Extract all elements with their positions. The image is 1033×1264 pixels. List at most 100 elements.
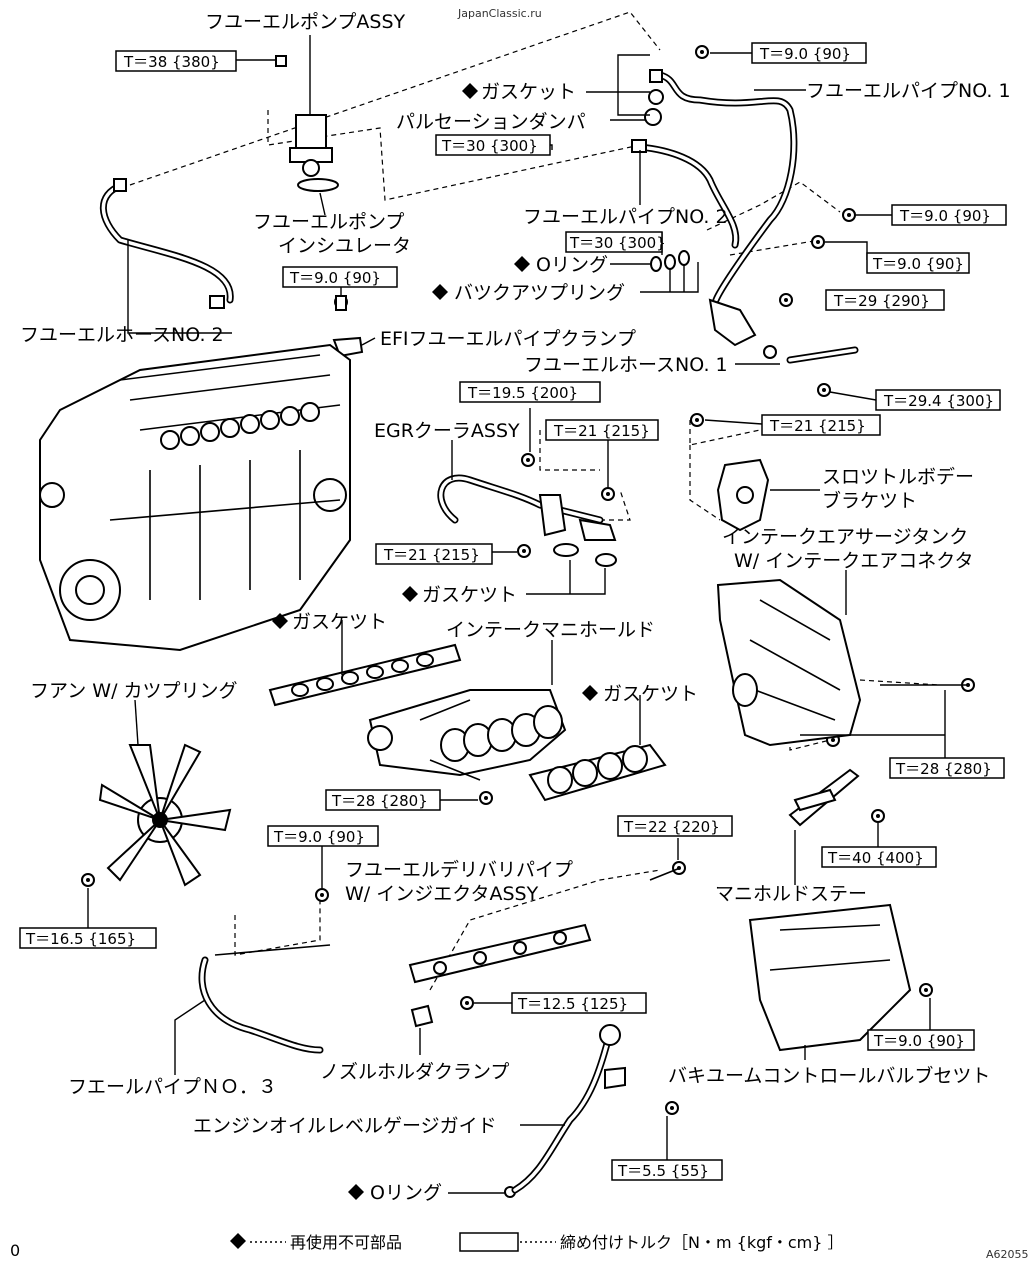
legend-torque-box-icon bbox=[459, 1232, 519, 1252]
label-fuel-pump-assy: フユーエルポンプASSY bbox=[205, 11, 406, 33]
diamond-gasket-egr bbox=[402, 586, 418, 602]
label-oil-gauge-guide: エンジンオイルレベルゲージガイド bbox=[193, 1115, 497, 1137]
torque-box-right2: T＝9.0 {90} bbox=[866, 252, 970, 274]
manifold-stay-drawing bbox=[788, 768, 860, 827]
svg-text:T＝28 {280}: T＝28 {280} bbox=[331, 792, 428, 810]
label-egr-cooler: EGRクーラASSY bbox=[374, 420, 520, 442]
svg-text:T＝30 {300}: T＝30 {300} bbox=[441, 137, 538, 155]
watermark: JapanClassic.ru bbox=[457, 7, 542, 20]
svg-text:T＝12.5 {125}: T＝12.5 {125} bbox=[517, 995, 628, 1013]
label-nozzle-clamp: ノズルホルダクランプ bbox=[320, 1061, 509, 1083]
label-surge-tank-2: W/ インテークエアコネクタ bbox=[734, 550, 973, 572]
page-marker: 0 bbox=[10, 1241, 20, 1260]
torque-box-bracket: T＝21 {215} bbox=[761, 414, 881, 436]
diamond-gasket-right bbox=[582, 685, 598, 701]
fuel-pipes-drawing bbox=[631, 69, 859, 364]
intake-manifold-drawing bbox=[367, 689, 567, 781]
label-gasket-egr: ガスケツト bbox=[422, 584, 517, 606]
diamond-o-ring-bottom bbox=[348, 1184, 364, 1200]
label-surge-tank-1: インテークエアサージタンク bbox=[722, 526, 968, 548]
torque-box-egr-top: T＝19.5 {200} bbox=[459, 381, 601, 403]
svg-text:T＝30 {300}: T＝30 {300} bbox=[569, 234, 666, 252]
svg-text:T＝9.0 {90}: T＝9.0 {90} bbox=[873, 1032, 965, 1050]
svg-text:T＝29.4 {300}: T＝29.4 {300} bbox=[883, 392, 994, 410]
svg-text:T＝21 {215}: T＝21 {215} bbox=[383, 546, 480, 564]
svg-text:T＝16.5 {165}: T＝16.5 {165} bbox=[25, 930, 136, 948]
torque-box-pipe1-right: T＝9.0 {90} bbox=[891, 204, 1007, 226]
torque-box-right3: T＝29 {290} bbox=[825, 289, 945, 311]
torque-box-pump: T＝38 {380} bbox=[115, 50, 237, 72]
figure-code: A62055 bbox=[986, 1248, 1029, 1261]
label-fuel-pipe-no2: フユーエルパイプNO. 2 bbox=[523, 206, 728, 228]
label-delivery-pipe-2: W/ インジエクタASSY bbox=[345, 883, 539, 905]
torque-box-stay: T＝40 {400} bbox=[821, 846, 937, 868]
svg-text:T＝21 {215}: T＝21 {215} bbox=[769, 417, 866, 435]
diamond-backup-ring bbox=[432, 284, 448, 300]
svg-text:T＝21 {215}: T＝21 {215} bbox=[553, 422, 650, 440]
label-gasket-left: ガスケツト bbox=[292, 611, 387, 633]
torque-box-clamp: T＝9.0 {90} bbox=[282, 266, 398, 288]
fuel-hose-no2-drawing bbox=[99, 178, 234, 309]
label-backup-ring: バツクアツプリング bbox=[454, 282, 625, 304]
torque-box-egr-left: T＝21 {215} bbox=[375, 543, 493, 565]
legend-diamond-icon bbox=[230, 1233, 246, 1249]
label-throttle-bracket-1: スロツトルボデー bbox=[822, 466, 974, 488]
camshaft-lobes bbox=[160, 402, 320, 450]
fuel-pipe-no3-drawing bbox=[198, 944, 331, 1054]
svg-text:T＝19.5 {200}: T＝19.5 {200} bbox=[467, 384, 578, 402]
diamond-gasket-top bbox=[462, 83, 478, 99]
label-fuel-hose-no2: フユーエルホースNO. 2 bbox=[20, 324, 224, 346]
label-o-ring-bottom: Oリング bbox=[370, 1182, 442, 1204]
torque-box-gauge: T＝5.5 {55} bbox=[611, 1159, 723, 1181]
svg-text:T＝38 {380}: T＝38 {380} bbox=[123, 53, 220, 71]
throttle-bracket-drawing bbox=[716, 458, 770, 532]
label-intake-manifold: インテークマニホールド bbox=[446, 619, 655, 641]
torque-box-oring: T＝30 {300} bbox=[565, 231, 666, 253]
vacuum-valve-drawing bbox=[748, 903, 912, 1052]
label-fuel-pump-insulator-1: フユーエルポンプ bbox=[253, 211, 404, 233]
diamond-o-ring-top bbox=[514, 256, 530, 272]
svg-text:T＝22 {220}: T＝22 {220} bbox=[623, 818, 720, 836]
fuel-pump-assy-drawing bbox=[275, 55, 339, 192]
torque-box-pipe1-top: T＝9.0 {90} bbox=[751, 42, 867, 64]
surge-tank-drawing bbox=[716, 578, 968, 747]
label-gasket-right: ガスケツト bbox=[603, 683, 698, 705]
oil-gauge-guide-drawing bbox=[511, 1024, 626, 1194]
egr-cooler-drawing bbox=[437, 474, 617, 567]
torque-box-vacuum: T＝9.0 {90} bbox=[867, 1029, 975, 1051]
torque-box-hose1: T＝29.4 {300} bbox=[875, 389, 1001, 411]
gasket-right-drawing bbox=[528, 743, 667, 802]
label-efi-clamp: EFIフユーエルパイプクランプ bbox=[380, 328, 636, 350]
torque-box-egr-mid: T＝21 {215} bbox=[545, 419, 659, 441]
efi-clamp-drawing bbox=[332, 295, 364, 358]
label-throttle-bracket-2: ブラケツト bbox=[822, 489, 917, 512]
torque-box-fan: T＝16.5 {165} bbox=[19, 927, 157, 949]
torque-box-damper: T＝30 {300} bbox=[435, 134, 551, 156]
svg-text:T＝9.0 {90}: T＝9.0 {90} bbox=[759, 45, 851, 63]
label-vacuum-valve: バキユームコントロールバルブセツト bbox=[668, 1064, 990, 1087]
legend-torque: 締め付けトルク［N・m {kgf・cm} ］ bbox=[560, 1233, 844, 1252]
label-fuel-pipe-no3: フエールパイプＮＯ．３ bbox=[68, 1076, 277, 1098]
label-fuel-hose-no1: フユーエルホースNO. 1 bbox=[524, 354, 728, 376]
label-o-ring-top: Oリング bbox=[536, 254, 608, 276]
label-delivery-pipe-1: フユーエルデリバリパイプ bbox=[345, 859, 573, 881]
svg-text:T＝28 {280}: T＝28 {280} bbox=[895, 760, 992, 778]
svg-text:T＝5.5 {55}: T＝5.5 {55} bbox=[617, 1162, 709, 1180]
torque-box-delivery: T＝22 {220} bbox=[617, 815, 733, 837]
label-fan-coupling: フアン W/ カツプリング bbox=[30, 680, 238, 702]
nozzle-clamp-drawing bbox=[410, 1004, 434, 1028]
torque-box-nozzle: T＝12.5 {125} bbox=[511, 992, 647, 1014]
label-gasket-top: ガスケット bbox=[481, 81, 576, 103]
fan-coupling-drawing bbox=[98, 743, 232, 887]
legend: 再使用不可部品 締め付けトルク［N・m {kgf・cm} ］ bbox=[230, 1232, 844, 1252]
gasket-left-drawing bbox=[268, 643, 462, 707]
legend-non-reusable: 再使用不可部品 bbox=[290, 1233, 402, 1252]
label-manifold-stay: マニホルドステー bbox=[715, 883, 867, 905]
label-pulsation-damper: パルセーションダンパ bbox=[396, 111, 586, 133]
svg-text:T＝9.0 {90}: T＝9.0 {90} bbox=[899, 207, 991, 225]
torque-box-surge: T＝28 {280} bbox=[889, 757, 1005, 779]
svg-text:T＝9.0 {90}: T＝9.0 {90} bbox=[872, 255, 964, 273]
part-labels: フユーエルポンプASSY ガスケット パルセーションダンパ フユーエルパイプNO… bbox=[20, 11, 1011, 1204]
label-fuel-pipe-no1: フユーエルパイプNO. 1 bbox=[806, 80, 1011, 102]
